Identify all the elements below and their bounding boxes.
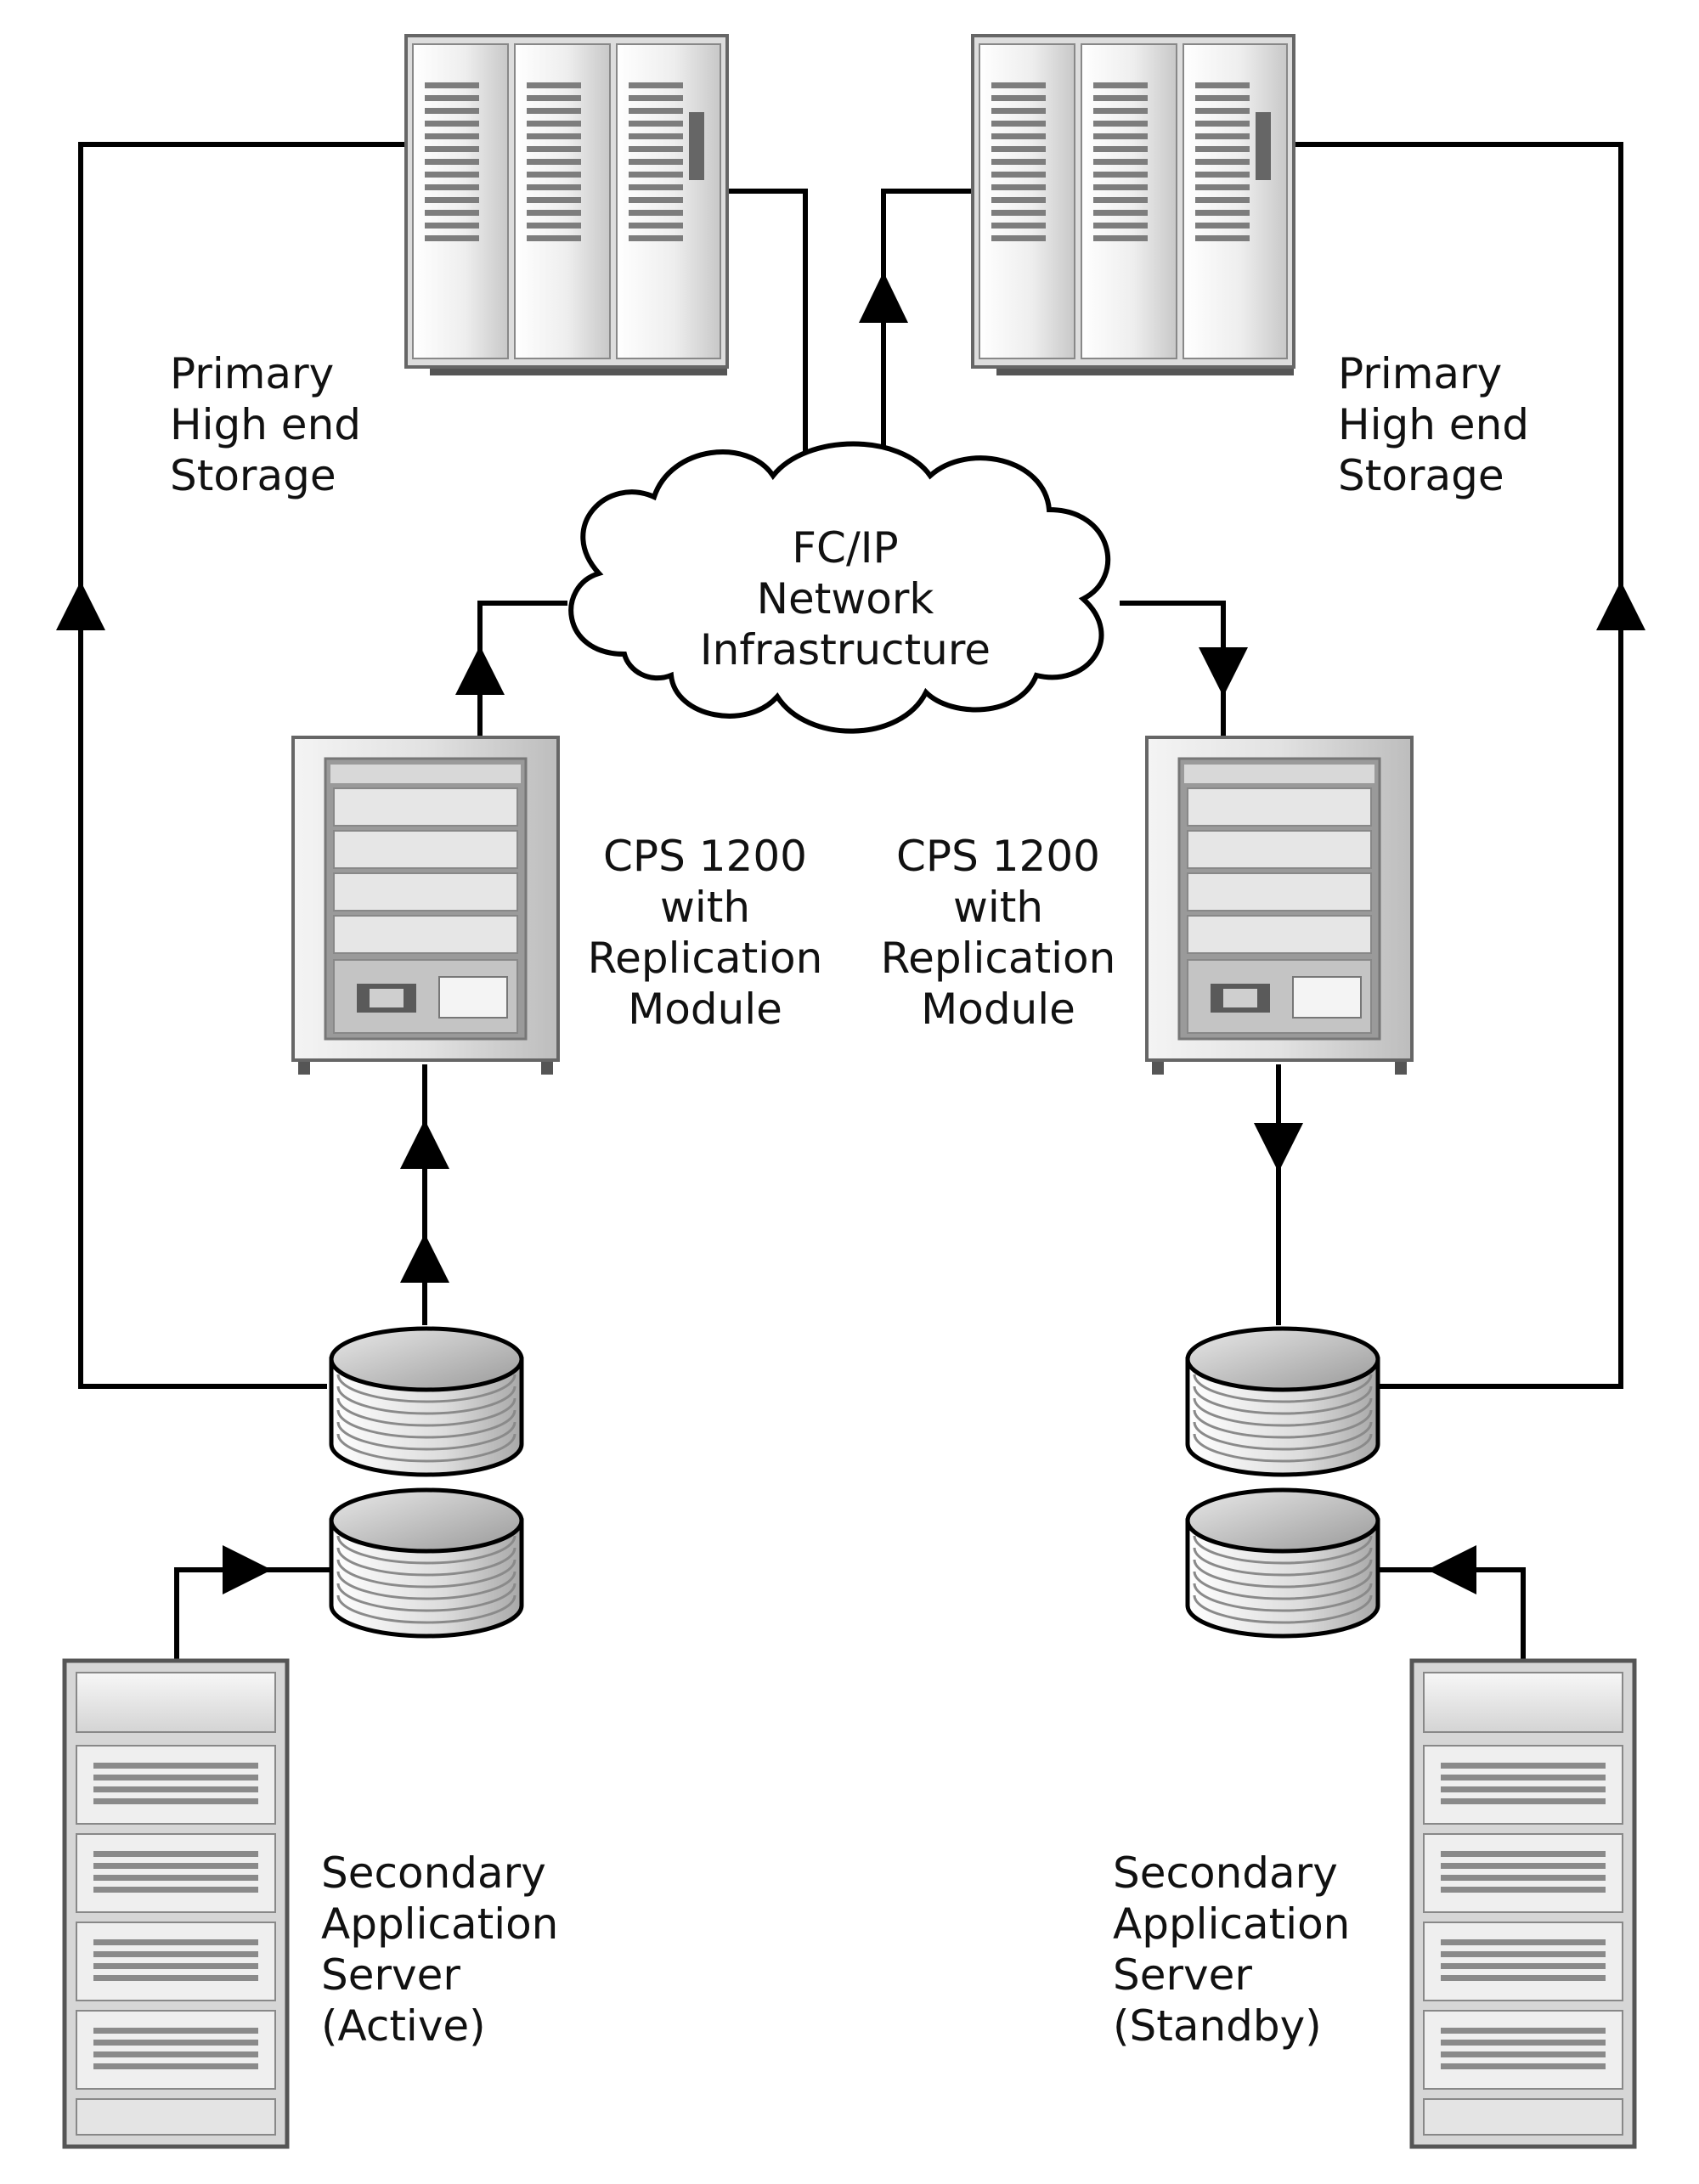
arrowheads — [56, 272, 1645, 1594]
network-cloud-icon — [568, 441, 1111, 734]
arrow-down-cps-right — [1199, 647, 1248, 697]
link-server-right-to-disk — [1376, 1567, 1526, 1661]
link-disk-right-to-storage-right — [1295, 142, 1623, 1389]
link-server-left-to-disk — [174, 1567, 331, 1661]
cps-left-label: CPS 1200 with Replication Module — [587, 832, 823, 1034]
storage-cabinet-icon — [404, 34, 729, 375]
cps-appliance-icon — [291, 736, 560, 1075]
disk-stack-icon — [329, 1487, 524, 1639]
link-cps-left-to-cloud — [477, 601, 567, 739]
arrow-up-cloud-to-storage — [859, 272, 908, 323]
arrow-up-disk-left-1 — [400, 1120, 449, 1169]
arrow-up-right-outer — [1596, 581, 1645, 630]
storage-cabinet-icon — [971, 34, 1295, 375]
disk-stack-icon — [1185, 1326, 1380, 1477]
network-label: FC/IP Network Infrastructure — [699, 523, 991, 674]
arrow-right-server-left — [223, 1545, 272, 1594]
arrow-up-left-outer — [56, 581, 105, 630]
cps-appliance-icon — [1145, 736, 1414, 1075]
server-right-label: Secondary Application Server (Standby) — [1113, 1848, 1351, 2051]
link-cloud-to-storage-right — [881, 189, 971, 459]
rack-server-icon — [62, 1658, 290, 2149]
disk-stack-icon — [1185, 1487, 1380, 1639]
connector-lines — [78, 142, 1623, 1661]
storage-left-label: Primary High end Storage — [170, 349, 361, 500]
storage-right-label: Primary High end Storage — [1338, 349, 1529, 500]
link-cloud-to-cps-right — [1120, 601, 1226, 739]
arrow-up-cps-left — [455, 646, 505, 695]
arrow-up-disk-left-2 — [400, 1233, 449, 1283]
cps-right-label: CPS 1200 with Replication Module — [880, 832, 1116, 1034]
link-disk-left-to-storage-left — [78, 142, 406, 1389]
arrow-down-right-cps — [1254, 1123, 1303, 1172]
disk-stack-icon — [329, 1326, 524, 1477]
server-left-label: Secondary Application Server (Active) — [321, 1848, 559, 2051]
arrow-left-server-right — [1427, 1545, 1476, 1594]
rack-server-icon — [1409, 1658, 1637, 2149]
link-storage-left-to-cloud — [726, 189, 808, 459]
